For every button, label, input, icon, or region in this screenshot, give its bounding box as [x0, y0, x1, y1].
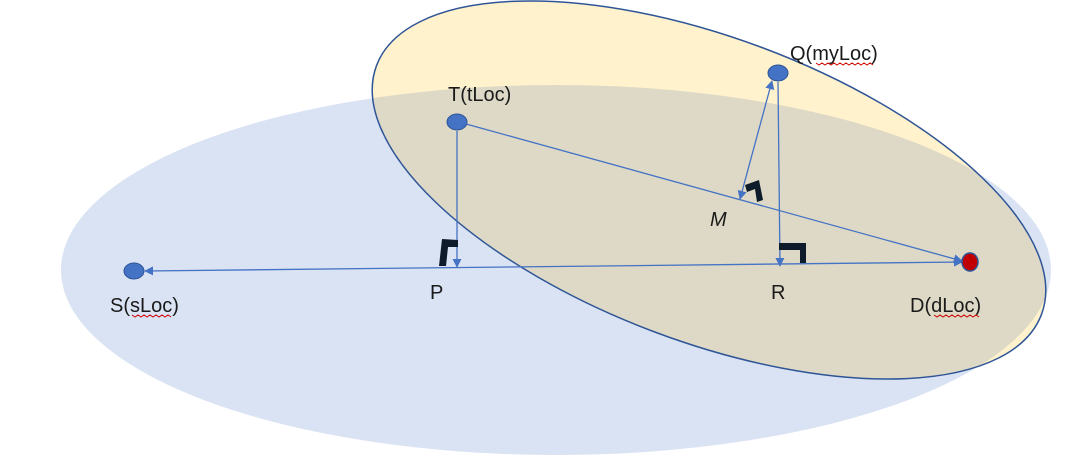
spellcheck-underline-d	[933, 314, 980, 318]
tilted-region-outline	[371, 0, 1047, 380]
node-d	[961, 252, 979, 272]
node-s	[123, 262, 145, 280]
right-angle-marker-m	[745, 180, 763, 202]
spellcheck-underline-s	[131, 314, 172, 318]
label-m: M	[710, 209, 727, 231]
label-d: D(dLoc)	[910, 295, 981, 317]
connector-q-r	[775, 81, 785, 267]
spellcheck-underline-q	[815, 62, 874, 66]
label-q: Q(myLoc)	[790, 43, 878, 65]
connector-t-d	[465, 123, 963, 264]
label-p: P	[430, 282, 443, 304]
right-angle-marker-p	[439, 239, 458, 266]
node-q	[767, 64, 789, 82]
node-t	[446, 113, 468, 131]
connector-q-m	[737, 80, 775, 200]
label-t: T(tLoc)	[448, 84, 511, 106]
connector-s-d	[144, 257, 963, 276]
label-r: R	[771, 282, 785, 304]
label-s: S(sLoc)	[110, 295, 179, 317]
right-angle-marker-r	[779, 243, 806, 263]
